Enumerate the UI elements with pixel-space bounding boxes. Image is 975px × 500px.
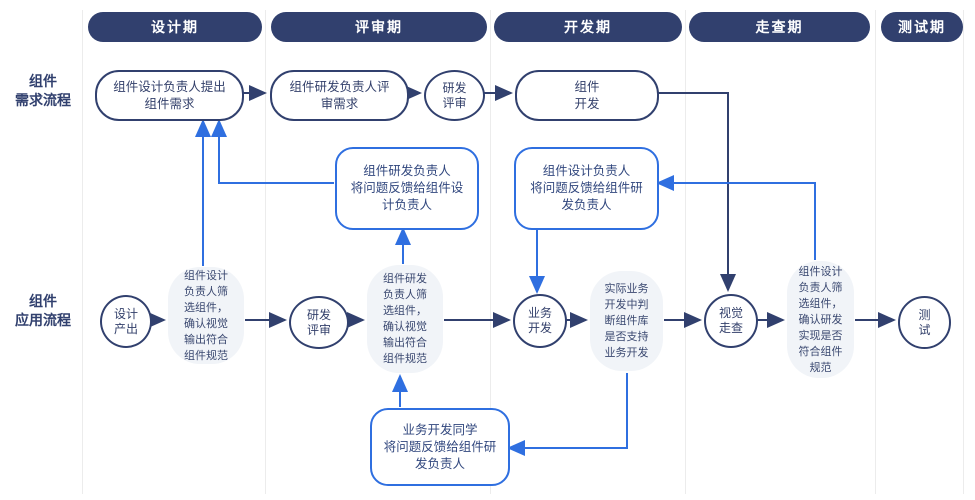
phase-walkthrough: 走查期: [689, 12, 870, 42]
step-design-filter-visual: 组件设计 负责人筛 选组件， 确认视觉 输出符合 组件规范: [168, 267, 244, 364]
column-separator: [963, 10, 964, 494]
node-review-requirement: 组件研发负责人评 审需求: [270, 70, 409, 121]
feedback-rd-to-design: 组件研发负责人 将问题反馈给组件设 计负责人: [335, 147, 479, 230]
arrow-designcheck-to-designfeedback: [656, 175, 816, 260]
column-separator: [82, 10, 83, 494]
column-separator: [685, 10, 686, 494]
column-separator: [875, 10, 876, 494]
node-component-dev: 组件 开发: [515, 70, 659, 121]
phase-development: 开发期: [494, 12, 682, 42]
lane-label-application: 组件 应用流程: [15, 293, 71, 328]
node-dev-review-2: 研发 评审: [289, 296, 349, 349]
feedback-biz-to-rd: 业务开发同学 将问题反馈给组件研 发负责人: [370, 408, 510, 486]
node-propose-requirement: 组件设计负责人提出 组件需求: [95, 70, 244, 121]
phase-review: 评审期: [271, 12, 487, 42]
node-visual-walkthrough: 视觉 走查: [704, 294, 758, 348]
arrow-judge-to-bizfeedback: [507, 373, 628, 456]
feedback-design-to-rd: 组件设计负责人 将问题反馈给组件研 发负责人: [514, 147, 659, 230]
node-dev-review: 研发 评审: [424, 70, 485, 121]
phase-testing: 测试期: [881, 12, 963, 42]
column-separator: [490, 10, 491, 494]
column-separator: [265, 10, 266, 494]
step-design-check-rd: 组件设计 负责人筛 选组件， 确认研发 实现是否 符合组件 规范: [787, 261, 854, 378]
phase-design: 设计期: [88, 12, 262, 42]
node-design-output: 设计 产出: [100, 295, 152, 348]
node-test: 测 试: [898, 296, 951, 349]
node-biz-dev: 业务 开发: [513, 294, 567, 348]
step-rd-filter-visual: 组件研发 负责人筛 选组件， 确认视觉 输出符合 组件规范: [367, 265, 443, 373]
arrow-componentdev-to-walkthrough: [656, 92, 736, 292]
arrow-rdfeedback-to-propose: [211, 119, 334, 184]
lane-label-requirement: 组件 需求流程: [15, 73, 71, 108]
step-biz-judge: 实际业务 开发中判 断组件库 是否支持 业务开发: [590, 271, 663, 371]
